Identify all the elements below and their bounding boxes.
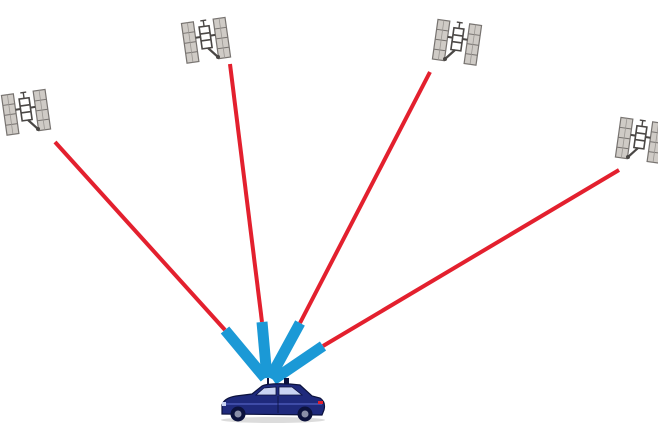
signal-line-satellite-2 [230, 64, 267, 378]
satellite-3 [432, 19, 481, 65]
signal-lines [55, 64, 619, 380]
satellite-4 [615, 117, 658, 163]
satellite-icon [181, 17, 230, 63]
satellite-icon [1, 89, 50, 135]
satellite-2 [181, 17, 230, 63]
satellite-icon [432, 19, 481, 65]
satellite-1 [1, 89, 50, 135]
car-icon [221, 378, 325, 423]
signal-line-satellite-1 [55, 142, 265, 378]
satellite-icon [615, 117, 658, 163]
car-receiver [221, 378, 325, 423]
